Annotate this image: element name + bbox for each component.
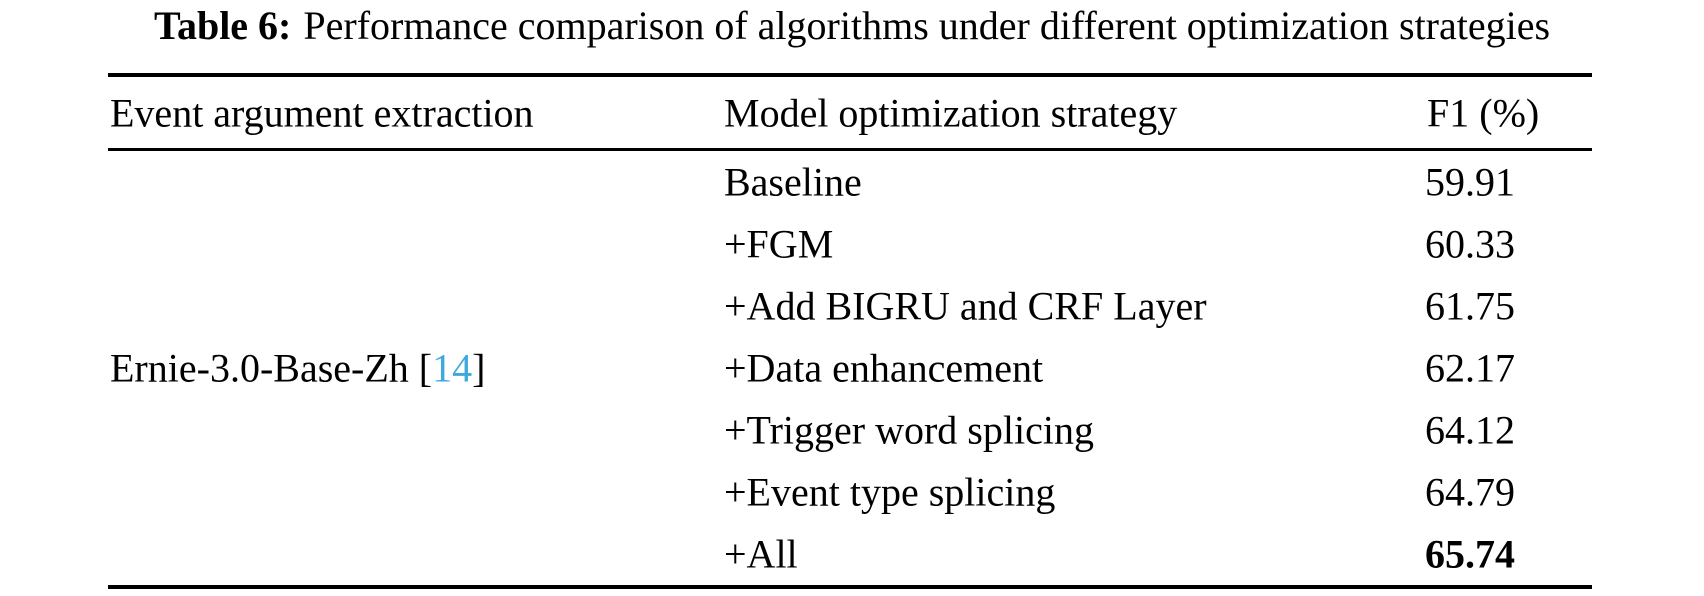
table-top-rule <box>108 73 1592 77</box>
f1-baseline: 59.91 <box>1425 159 1515 205</box>
strategy-baseline: Baseline <box>724 159 862 205</box>
strategy-trigger-word-splicing: +Trigger word splicing <box>724 407 1094 453</box>
table-bottom-rule <box>108 585 1592 589</box>
f1-data-enhancement: 62.17 <box>1425 345 1515 391</box>
model-name-cell: Ernie-3.0-Base-Zh [14] <box>110 345 485 392</box>
citation-link-14[interactable]: 14 <box>432 345 473 391</box>
f1-all-best: 65.74 <box>1425 531 1515 577</box>
table-row: +Data enhancement 62.17 <box>108 337 1592 399</box>
table-header-rule <box>108 148 1592 151</box>
f1-event-type-splicing: 64.79 <box>1425 469 1515 515</box>
table-row: +Add BIGRU and CRF Layer 61.75 <box>108 275 1592 337</box>
table-row: +Event type splicing 64.79 <box>108 461 1592 523</box>
table-caption: Table 6:Performance comparison of algori… <box>0 2 1704 50</box>
table-header-row: Event argument extraction Model optimiza… <box>108 77 1592 148</box>
table-row: +Trigger word splicing 64.12 <box>108 399 1592 461</box>
citation-bracket-close: ] <box>472 345 486 391</box>
strategy-data-enhancement: +Data enhancement <box>724 345 1044 391</box>
header-event-argument-extraction: Event argument extraction <box>110 90 534 135</box>
model-name: Ernie-3.0-Base-Zh <box>110 345 409 391</box>
table-caption-text: Performance comparison of algorithms und… <box>303 3 1551 48</box>
table-row: Baseline 59.91 <box>108 151 1592 213</box>
f1-trigger-word-splicing: 64.12 <box>1425 407 1515 453</box>
f1-fgm: 60.33 <box>1425 221 1515 267</box>
f1-bigru-crf: 61.75 <box>1425 283 1515 329</box>
table-row: +All 65.74 <box>108 523 1592 585</box>
citation-bracket-open: [ <box>418 345 433 391</box>
header-f1-percent: F1 (%) <box>1427 90 1540 135</box>
table-row: +FGM 60.33 <box>108 213 1592 275</box>
strategy-event-type-splicing: +Event type splicing <box>724 469 1056 515</box>
results-table: Event argument extraction Model optimiza… <box>108 73 1592 589</box>
table-caption-label: Table 6: <box>153 3 292 48</box>
strategy-all: +All <box>724 531 798 577</box>
strategy-fgm: +FGM <box>724 221 834 267</box>
header-model-optimization-strategy: Model optimization strategy <box>724 90 1178 135</box>
strategy-bigru-crf: +Add BIGRU and CRF Layer <box>724 283 1207 329</box>
table-body: Ernie-3.0-Base-Zh [14] Baseline 59.91 +F… <box>108 151 1592 585</box>
